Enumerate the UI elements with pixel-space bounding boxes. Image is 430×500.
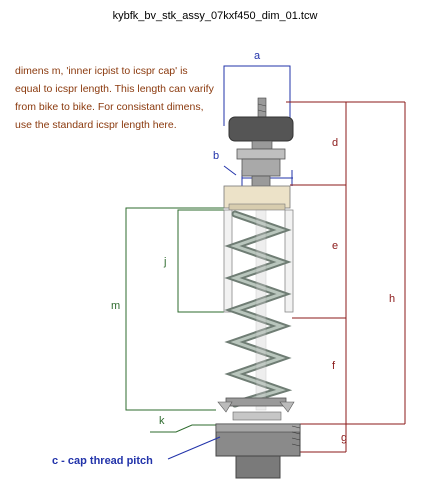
- dim-label-e: e: [332, 240, 339, 252]
- center-rod: [255, 209, 267, 411]
- dim-label-m: m: [111, 300, 121, 312]
- callout-c-label: c - cap thread pitch: [52, 455, 153, 467]
- dim-a-lines: [223, 65, 293, 186]
- dim-label-h: h: [389, 293, 396, 305]
- spring-coils-hilite: [230, 212, 286, 406]
- page-title: kybfk_bv_stk_assy_07kxf450_dim_01.tcw: [112, 10, 318, 22]
- dimension-note: dimens m, 'inner icpist to icspr cap' is…: [15, 65, 214, 131]
- spring-cap: [223, 185, 291, 211]
- callout-c-leader: [167, 436, 221, 460]
- dim-label-d: d: [332, 137, 339, 149]
- dim-green-lines: [125, 207, 224, 433]
- lower-seat: [217, 397, 295, 421]
- dim-label-k: k: [159, 415, 165, 427]
- lower-cap: [215, 423, 301, 479]
- dim-label-j: j: [164, 256, 167, 268]
- dim-label-f: f: [332, 360, 336, 372]
- top-nut-assembly: [228, 97, 294, 187]
- dim-label-a: a: [254, 50, 261, 62]
- dim-label-b: b: [213, 150, 220, 162]
- dim-red-lines: [286, 101, 406, 453]
- dim-label-g: g: [341, 432, 348, 444]
